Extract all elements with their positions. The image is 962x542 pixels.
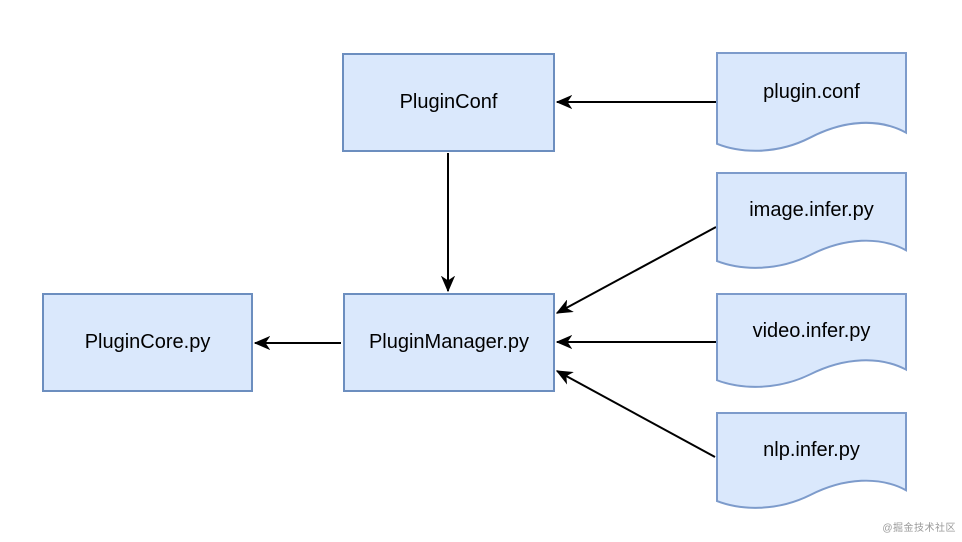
node-plugin-conf-file: plugin.conf [716, 52, 907, 152]
document-shape-icon [716, 293, 907, 388]
node-image-infer-label: image.infer.py [749, 199, 874, 222]
document-shape-icon [716, 52, 907, 152]
watermark: @掘金技术社区 [882, 523, 956, 534]
document-shape-icon [716, 412, 907, 509]
node-pluginmanager-label: PluginManager.py [368, 331, 530, 353]
node-plugin-conf-file-label: plugin.conf [763, 80, 860, 103]
node-plugincore: PluginCore.py [42, 293, 253, 392]
node-nlp-infer-label: nlp.infer.py [763, 439, 860, 462]
node-video-infer-label: video.infer.py [752, 319, 871, 342]
edge-image-infer-to-pluginmanager [557, 226, 717, 314]
node-image-infer: image.infer.py [716, 172, 907, 269]
node-pluginmanager: PluginManager.py [343, 293, 555, 392]
node-nlp-infer: nlp.infer.py [716, 412, 907, 509]
node-pluginconf-label: PluginConf [399, 91, 498, 113]
document-shape-icon [716, 172, 907, 269]
node-video-infer: video.infer.py [716, 293, 907, 388]
edge-nlp-infer-to-pluginmanager [557, 370, 716, 458]
node-pluginconf: PluginConf [342, 53, 555, 152]
node-plugincore-label: PluginCore.py [84, 331, 211, 353]
